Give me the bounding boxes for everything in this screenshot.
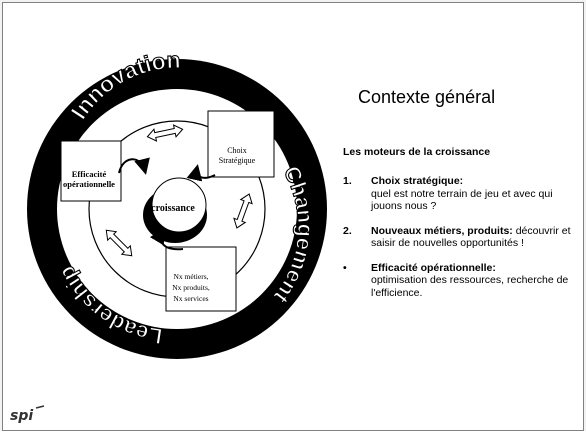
box-metiers-line-2: Nx produits, <box>172 283 210 292</box>
list-item: 2. Nouveaux métiers, produits: découvrir… <box>343 225 579 250</box>
list-item-heading: Efficacité opérationnelle: <box>371 261 496 274</box>
list-marker: 2. <box>343 224 352 237</box>
box-metiers-line-3: Nx services <box>173 294 208 303</box>
box-metiers-line-1: Nx métiers, <box>174 272 209 281</box>
box-choix-line-2: Stratégique <box>219 156 256 165</box>
box-efficacite-line-2: opérationnelle <box>63 179 115 189</box>
list-item: • Efficacité opérationnelle: optimisatio… <box>343 262 579 300</box>
box-choix <box>207 110 275 178</box>
list-marker: • <box>343 261 347 274</box>
growth-cycle-diagram: Innovation Changement Leadership croissa… <box>27 46 327 359</box>
list-item-text: découvrir et saisir de nouvelles opportu… <box>371 224 571 250</box>
list-item-text: optimisation des ressources, recherche d… <box>371 274 569 299</box>
double-arrow-right <box>233 193 253 229</box>
list-item-heading: Nouveaux métiers, produits: <box>371 224 513 237</box>
box-efficacite <box>60 140 122 202</box>
slide-title: Contexte général <box>358 87 496 107</box>
drivers-list: 1. Choix stratégique: quel est notre ter… <box>343 175 579 311</box>
double-arrow-left <box>105 229 133 257</box>
list-item: 1. Choix stratégique: quel est notre ter… <box>343 175 579 213</box>
box-efficacite-line-1: Efficacité <box>72 169 107 179</box>
spi-logo: spi <box>10 405 45 424</box>
curved-arrow-choix <box>186 164 216 182</box>
slide-subtitle: Les moteurs de la croissance <box>343 146 491 158</box>
list-item-text: quel est notre terrain de jeu et avec qu… <box>371 187 553 213</box>
double-arrow-top <box>146 124 184 142</box>
list-marker: 1. <box>343 175 352 187</box>
curved-arrow-metiers <box>149 227 184 251</box>
center-label: croissance <box>151 203 195 214</box>
svg-text:spi: spi <box>10 408 33 424</box>
box-choix-line-1: Choix <box>227 146 247 155</box>
list-item-heading: Choix stratégique: <box>371 175 464 187</box>
curved-arrow-efficacite <box>118 157 150 175</box>
box-metiers <box>165 246 237 312</box>
center-circle <box>151 177 207 233</box>
